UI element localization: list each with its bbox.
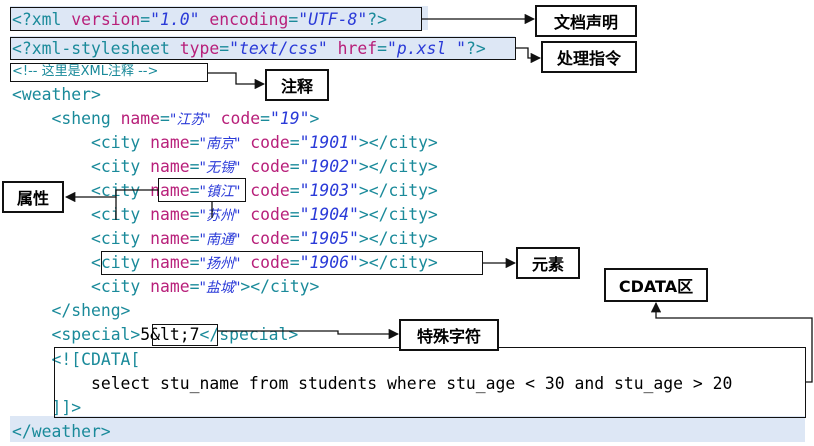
code-line-city: <city name="南京" code="1901"></city> <box>90 133 438 152</box>
code-line-city: <city name="扬州" code="1906"></city> <box>90 253 438 272</box>
label-comment: 注释 <box>265 69 329 101</box>
arrow-cdata <box>650 301 813 383</box>
code-line-city: <city name="南通" code="1905"></city> <box>90 229 438 248</box>
special-char-box <box>152 324 218 346</box>
code-line-weather-close: </weather> <box>12 422 111 441</box>
code-line-stylesheet: <?xml-stylesheet type="text/css" href="p… <box>12 39 486 58</box>
instruction-box <box>10 37 516 60</box>
label-attribute: 属性 <box>2 181 64 213</box>
code-line-xml-declaration: <?xml version="1.0" encoding="UTF-8"?> <box>12 10 388 29</box>
comment-box <box>10 63 208 82</box>
declaration-box <box>10 7 422 31</box>
highlight-band <box>10 416 805 442</box>
code-line-city: <city name="苏州" code="1904"></city> <box>90 205 438 224</box>
highlight-band <box>10 6 428 30</box>
arrow-special-char <box>218 328 400 340</box>
label-cdata: CDATA区 <box>604 268 708 302</box>
label-declaration: 文档声明 <box>535 5 637 37</box>
attribute-box <box>158 178 246 202</box>
code-line-special: <special>5&lt;7</special> <box>51 325 299 344</box>
highlight-band <box>10 36 515 60</box>
code-line-city: <city name="无锡" code="1902"></city> <box>90 157 438 176</box>
code-line-comment: <!-- 这里是XML注释 --> <box>12 64 159 79</box>
arrow-comment <box>208 72 266 90</box>
code-line-city: <city name="盐城"></city> <box>90 277 320 296</box>
code-line-sheng-close: </sheng> <box>51 301 131 320</box>
element-box <box>101 251 483 275</box>
code-line-cdata-close: ]]> <box>51 398 82 417</box>
code-line-weather-open: <weather> <box>12 85 101 104</box>
label-element: 元素 <box>516 247 580 279</box>
arrow-instruction <box>516 47 542 64</box>
code-line-cdata-content: select stu_name from students where stu_… <box>90 374 733 393</box>
code-line-sheng-open: <sheng name="江苏" code="19"> <box>51 109 320 128</box>
label-instruction: 处理指令 <box>541 41 637 73</box>
label-special-char: 特殊字符 <box>399 319 499 351</box>
arrow-attribute-1 <box>64 189 158 203</box>
code-line-cdata-open: <![CDATA[ <box>51 350 141 369</box>
